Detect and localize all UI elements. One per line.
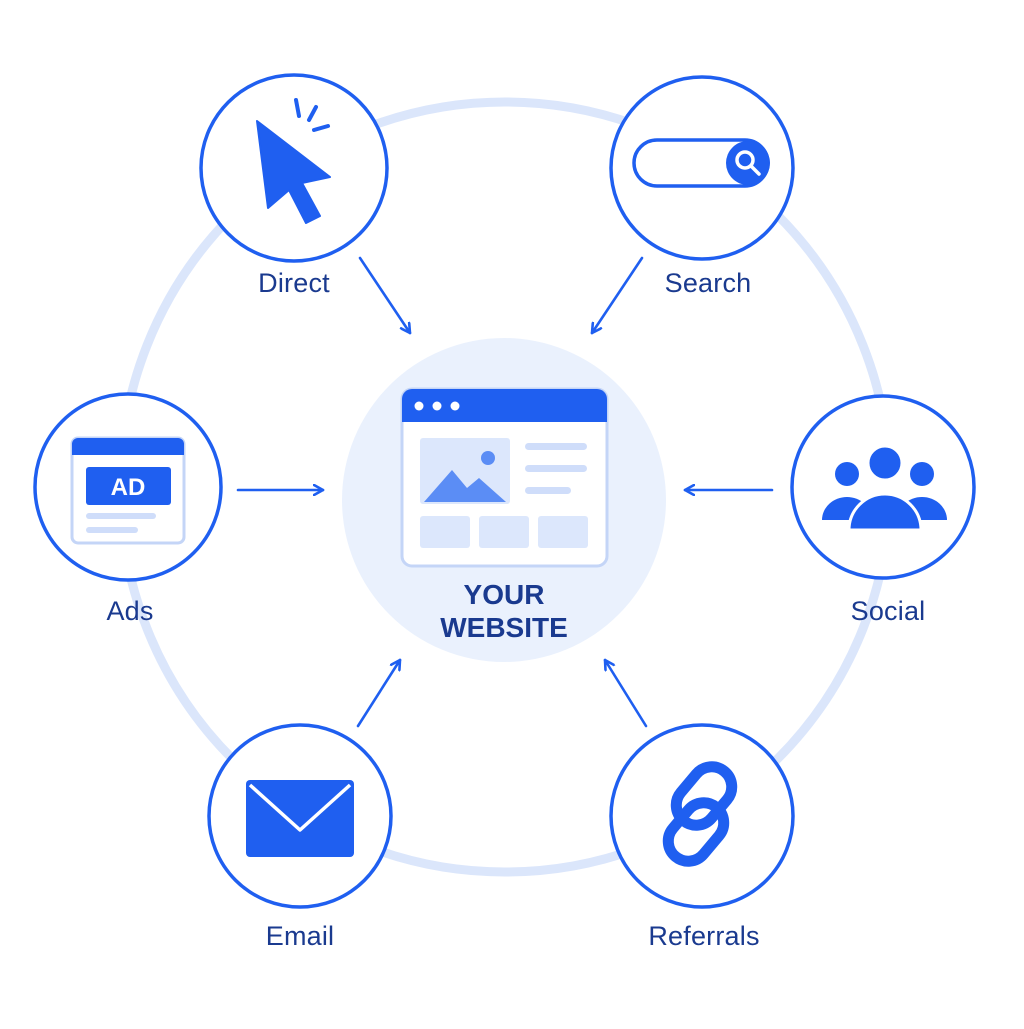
- people-group-icon: [822, 444, 947, 532]
- ad-badge-text: AD: [111, 474, 146, 501]
- search-bar-icon: [632, 138, 770, 188]
- ads-node: [33, 392, 223, 582]
- cursor-click-icon: [256, 98, 331, 224]
- search-label: Search: [664, 268, 752, 298]
- center-label-line2: WEBSITE: [440, 612, 568, 643]
- ads-label: Ads: [106, 596, 154, 626]
- email-node: [207, 723, 393, 909]
- your-website-label: YOUR WEBSITE: [394, 578, 614, 644]
- arrow-referrals: [603, 658, 648, 728]
- flow-arrows: [236, 256, 774, 728]
- link-chain-icon: [662, 761, 738, 867]
- social-label: Social: [850, 596, 926, 626]
- envelope-icon: [246, 780, 354, 857]
- center-label-line1: YOUR: [463, 579, 545, 610]
- browser-window-icon: [400, 387, 609, 568]
- direct-label: Direct: [258, 268, 330, 298]
- arrow-direct: [358, 256, 412, 335]
- referrals-label: Referrals: [648, 921, 760, 951]
- email-label: Email: [265, 921, 335, 951]
- search-node: [609, 75, 795, 261]
- arrow-email: [356, 658, 402, 728]
- center-website-node: [342, 338, 666, 662]
- ad-banner-icon: [70, 436, 186, 545]
- social-node: [790, 394, 976, 580]
- referrals-node: [609, 723, 795, 909]
- arrow-search: [590, 256, 644, 335]
- direct-node: [199, 73, 389, 263]
